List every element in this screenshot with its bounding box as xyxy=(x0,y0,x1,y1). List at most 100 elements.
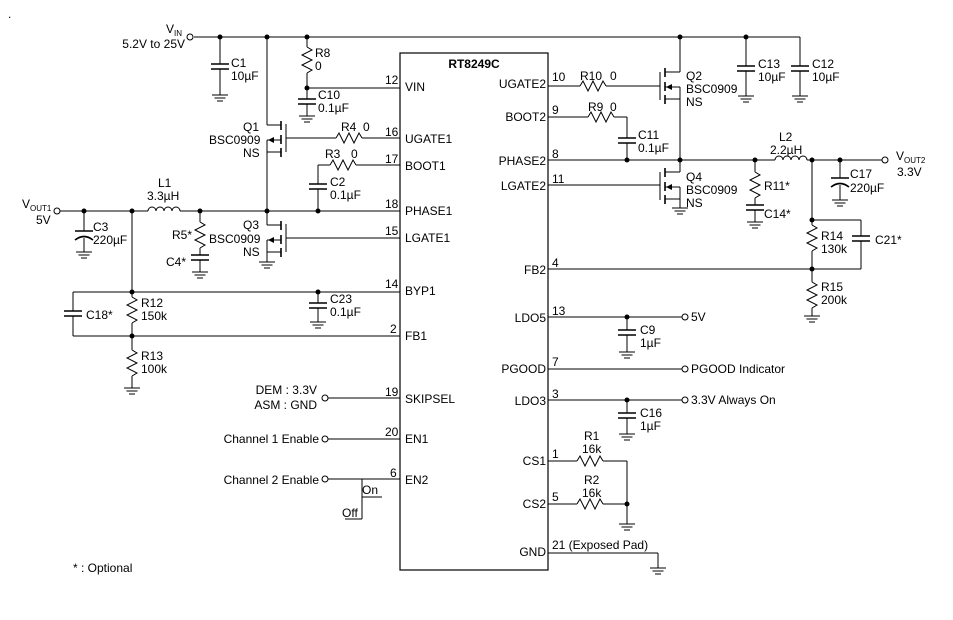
left-wiring xyxy=(53,33,800,520)
pin-num-8: 8 xyxy=(552,147,559,161)
pin-num-20: 20 xyxy=(385,425,399,439)
c3-val: 220µF xyxy=(93,233,127,247)
q4-sub: NS xyxy=(686,196,703,210)
dem-label: DEM : 3.3V xyxy=(256,383,317,397)
pin-num-3: 3 xyxy=(552,387,559,401)
pin-name-ldo5: LDO5 xyxy=(515,311,547,325)
pin-num-5: 5 xyxy=(552,490,559,504)
pin-name-en1: EN1 xyxy=(405,432,429,446)
r3-val: 0 xyxy=(351,147,358,161)
pin-name-boot2: BOOT2 xyxy=(505,110,546,124)
q2-ref: Q2 xyxy=(686,69,702,83)
c23-ref: C23 xyxy=(330,292,352,306)
pin-name-fb1: FB1 xyxy=(405,329,427,343)
vin-label: VIN xyxy=(166,22,182,38)
pin-name-cs2: CS2 xyxy=(523,497,547,511)
vout2-label: VOUT2 xyxy=(896,149,926,165)
q4-ref: Q4 xyxy=(686,170,702,184)
r3-ref: R3 xyxy=(325,147,341,161)
right-wiring xyxy=(548,34,889,575)
c11-ref: C11 xyxy=(638,128,659,142)
pin-name-fb2: FB2 xyxy=(524,263,546,277)
pin-name-lgate2: LGATE2 xyxy=(501,179,546,193)
r12-ref: R12 xyxy=(141,296,163,310)
vout1-value: 5V xyxy=(36,213,51,227)
q1-sub: NS xyxy=(243,146,260,160)
pin-num-6: 6 xyxy=(390,466,397,480)
r2-val: 16k xyxy=(582,486,602,500)
c10-ref: C10 xyxy=(318,88,340,102)
optional-note: * : Optional xyxy=(73,561,132,575)
pin-name-pgood: PGOOD xyxy=(501,362,546,376)
pin-num-19: 19 xyxy=(385,385,399,399)
ch2-enable-label: Channel 2 Enable xyxy=(224,473,320,487)
r13-ref: R13 xyxy=(141,349,163,363)
pin-num-18: 18 xyxy=(385,197,399,211)
pin-name-byp1: BYP1 xyxy=(405,284,436,298)
r4-ref: R4 xyxy=(341,120,357,134)
c3-ref: C3 xyxy=(93,220,109,234)
pgood-output-label: PGOOD Indicator xyxy=(691,362,785,376)
corner-mark: . xyxy=(8,7,11,21)
c11-val: 0.1µF xyxy=(638,141,669,155)
r15-val: 200k xyxy=(821,293,848,307)
pin-name-gnd: GND xyxy=(519,545,546,559)
pin-num-11: 11 xyxy=(552,172,565,186)
r11-ref: R11* xyxy=(764,179,790,193)
pin-name-phase1: PHASE1 xyxy=(405,204,453,218)
r5-ref: R5* xyxy=(172,228,192,242)
ldo3-output-label: 3.3V Always On xyxy=(691,393,776,407)
r2-ref: R2 xyxy=(584,473,600,487)
ic-right-pin-names: UGATE2 BOOT2 PHASE2 LGATE2 FB2 LDO5 PGOO… xyxy=(499,77,547,559)
c18-ref: C18* xyxy=(86,308,113,322)
r1-val: 16k xyxy=(582,442,602,456)
pin-num-21: 21 (Exposed Pad) xyxy=(552,538,648,552)
vout1-label: VOUT1 xyxy=(22,197,52,213)
l2-val: 2.2µH xyxy=(770,143,802,157)
pin-name-vin: VIN xyxy=(405,80,425,94)
c14-ref: C14* xyxy=(764,207,791,221)
ldo5-output-label: 5V xyxy=(691,310,706,324)
pin-name-phase2: PHASE2 xyxy=(499,154,547,168)
pin-name-skipsel: SKIPSEL xyxy=(405,392,455,406)
r9-ref: R9 xyxy=(588,100,604,114)
pin-name-ugate1: UGATE1 xyxy=(405,132,452,146)
c23-val: 0.1µF xyxy=(330,305,361,319)
pin-num-2: 2 xyxy=(390,322,397,336)
pin-num-16: 16 xyxy=(385,125,399,139)
r12-val: 150k xyxy=(141,309,168,323)
ic-right-pin-numbers: 10 9 8 11 4 13 7 3 1 5 21 (Exposed Pad) xyxy=(552,70,648,552)
vin-range: 5.2V to 25V xyxy=(122,37,185,51)
r13-val: 100k xyxy=(141,362,168,376)
c9-ref: C9 xyxy=(640,323,656,337)
pin-num-15: 15 xyxy=(385,224,399,238)
c13-val: 10µF xyxy=(758,70,786,84)
pin-num-10: 10 xyxy=(552,70,566,84)
r9-val: 0 xyxy=(610,100,617,114)
pin-name-ldo3: LDO3 xyxy=(515,394,547,408)
q4-part: BSC0909 xyxy=(686,183,738,197)
r14-ref: R14 xyxy=(821,229,843,243)
q3-ref: Q3 xyxy=(243,218,259,232)
q2-sub: NS xyxy=(686,95,703,109)
ic-left-pin-names: VIN UGATE1 BOOT1 PHASE1 LGATE1 BYP1 FB1 … xyxy=(405,80,455,487)
c2-val: 0.1µF xyxy=(330,188,361,202)
q2-part: BSC0909 xyxy=(686,82,738,96)
ic-name: RT8249C xyxy=(448,57,500,71)
q1-ref: Q1 xyxy=(243,120,259,134)
r8-ref: R8 xyxy=(315,46,331,60)
c1-ref: C1 xyxy=(231,56,247,70)
pin-name-cs1: CS1 xyxy=(523,454,547,468)
pin-num-14: 14 xyxy=(385,277,399,291)
asm-label: ASM : GND xyxy=(254,398,317,412)
ic-left-pin-numbers: 12 16 17 18 15 14 2 19 20 6 xyxy=(385,73,399,480)
r10-val: 0 xyxy=(610,69,617,83)
pin-num-4: 4 xyxy=(552,256,559,270)
pin-name-boot1: BOOT1 xyxy=(405,159,446,173)
l1-val: 3.3µH xyxy=(147,189,179,203)
r14-val: 130k xyxy=(821,242,848,256)
ch1-enable-label: Channel 1 Enable xyxy=(224,432,320,446)
switch-off-label: Off xyxy=(342,506,358,520)
r15-ref: R15 xyxy=(821,280,843,294)
